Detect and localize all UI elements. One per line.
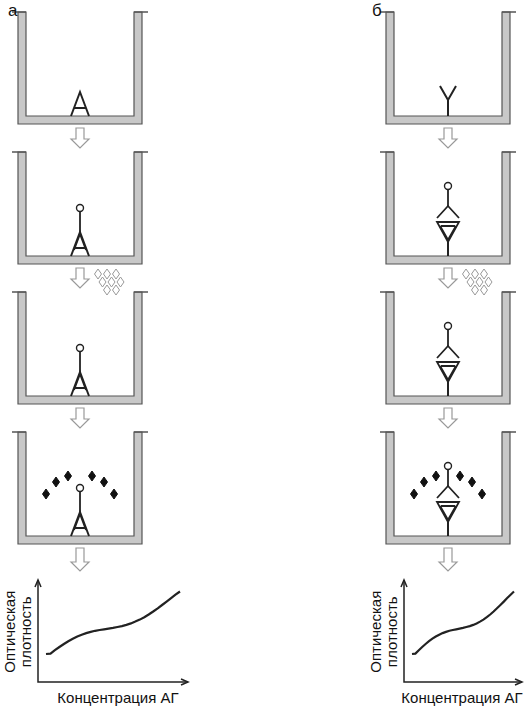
colored-product (65, 471, 72, 481)
well-rim (380, 151, 516, 153)
calibration-curve (412, 592, 514, 655)
antigen (71, 512, 89, 536)
step-arrow (71, 408, 89, 428)
graph-axes (38, 580, 188, 682)
labeled-antibody (74, 374, 86, 390)
axis-label: Оптическая плотность (368, 577, 400, 687)
well-wall (386, 292, 510, 404)
antigen (71, 372, 89, 396)
axis-label: Концентрация АГ (401, 690, 522, 706)
axis-arrowhead (35, 580, 188, 685)
well-rim (12, 151, 148, 153)
antibody-stalk (79, 352, 81, 374)
step-arrow (439, 268, 457, 288)
capture-antibody (440, 86, 456, 116)
colored-product (469, 477, 476, 487)
step-arrow (439, 128, 457, 148)
well-wall (386, 432, 510, 544)
well-wall (386, 152, 510, 264)
enzyme-label (77, 345, 84, 352)
step-arrow (71, 268, 89, 288)
colored-product (479, 489, 486, 499)
enzyme-label (77, 205, 84, 212)
colored-product (411, 489, 418, 499)
well-wall (18, 432, 142, 544)
enzyme-label (77, 485, 84, 492)
well-wall (18, 292, 142, 404)
labeled-antibody (437, 346, 459, 358)
substrate (485, 277, 492, 287)
antigen (71, 92, 89, 116)
panel-letter: а (8, 2, 17, 20)
labeled-antibody (74, 234, 86, 250)
well-wall (386, 12, 510, 124)
substrate (476, 277, 483, 287)
panel-letter: б (372, 2, 382, 20)
substrate (113, 269, 120, 279)
antibody-stalk (447, 190, 449, 206)
substrate (95, 269, 102, 279)
colored-product (433, 471, 440, 481)
step-arrow (439, 408, 457, 428)
step-arrow (439, 548, 457, 571)
well-rim (12, 431, 148, 433)
colored-product (457, 471, 464, 481)
enzyme-label (445, 323, 452, 330)
step-arrow (71, 548, 89, 571)
substrate (108, 277, 115, 287)
well-wall (18, 152, 142, 264)
enzyme-label (445, 463, 452, 470)
substrate (99, 277, 106, 287)
axis-label: Концентрация АГ (57, 690, 178, 706)
calibration-curve (46, 592, 180, 655)
antigen (437, 502, 459, 522)
enzyme-label (445, 183, 452, 190)
well-rim (12, 11, 148, 13)
colored-product (43, 489, 50, 499)
substrate (117, 277, 124, 287)
antibody-stalk (447, 470, 449, 486)
colored-product (421, 477, 428, 487)
axis-arrowhead (401, 580, 522, 685)
substrate (463, 269, 470, 279)
substrate (481, 285, 488, 295)
substrate (467, 277, 474, 287)
graph-axes (404, 580, 522, 682)
substrate (472, 285, 479, 295)
antigen (71, 232, 89, 256)
colored-product (53, 477, 60, 487)
substrate (104, 285, 111, 295)
well-rim (12, 291, 148, 293)
labeled-antibody (74, 514, 86, 530)
colored-product (111, 489, 118, 499)
antibody-stalk (447, 330, 449, 346)
colored-product (101, 477, 108, 487)
antigen (437, 222, 459, 242)
well-rim (380, 431, 516, 433)
well-rim (380, 11, 516, 13)
labeled-antibody (437, 486, 459, 498)
step-arrow (71, 128, 89, 148)
colored-product (89, 471, 96, 481)
well-wall (18, 12, 142, 124)
axis-label: Оптическая плотность (2, 577, 34, 687)
substrate (104, 269, 111, 279)
antigen (437, 362, 459, 382)
substrate (472, 269, 479, 279)
labeled-antibody (437, 206, 459, 218)
substrate (113, 285, 120, 295)
well-rim (380, 291, 516, 293)
antibody-stalk (79, 492, 81, 514)
antibody-stalk (79, 212, 81, 234)
substrate (481, 269, 488, 279)
